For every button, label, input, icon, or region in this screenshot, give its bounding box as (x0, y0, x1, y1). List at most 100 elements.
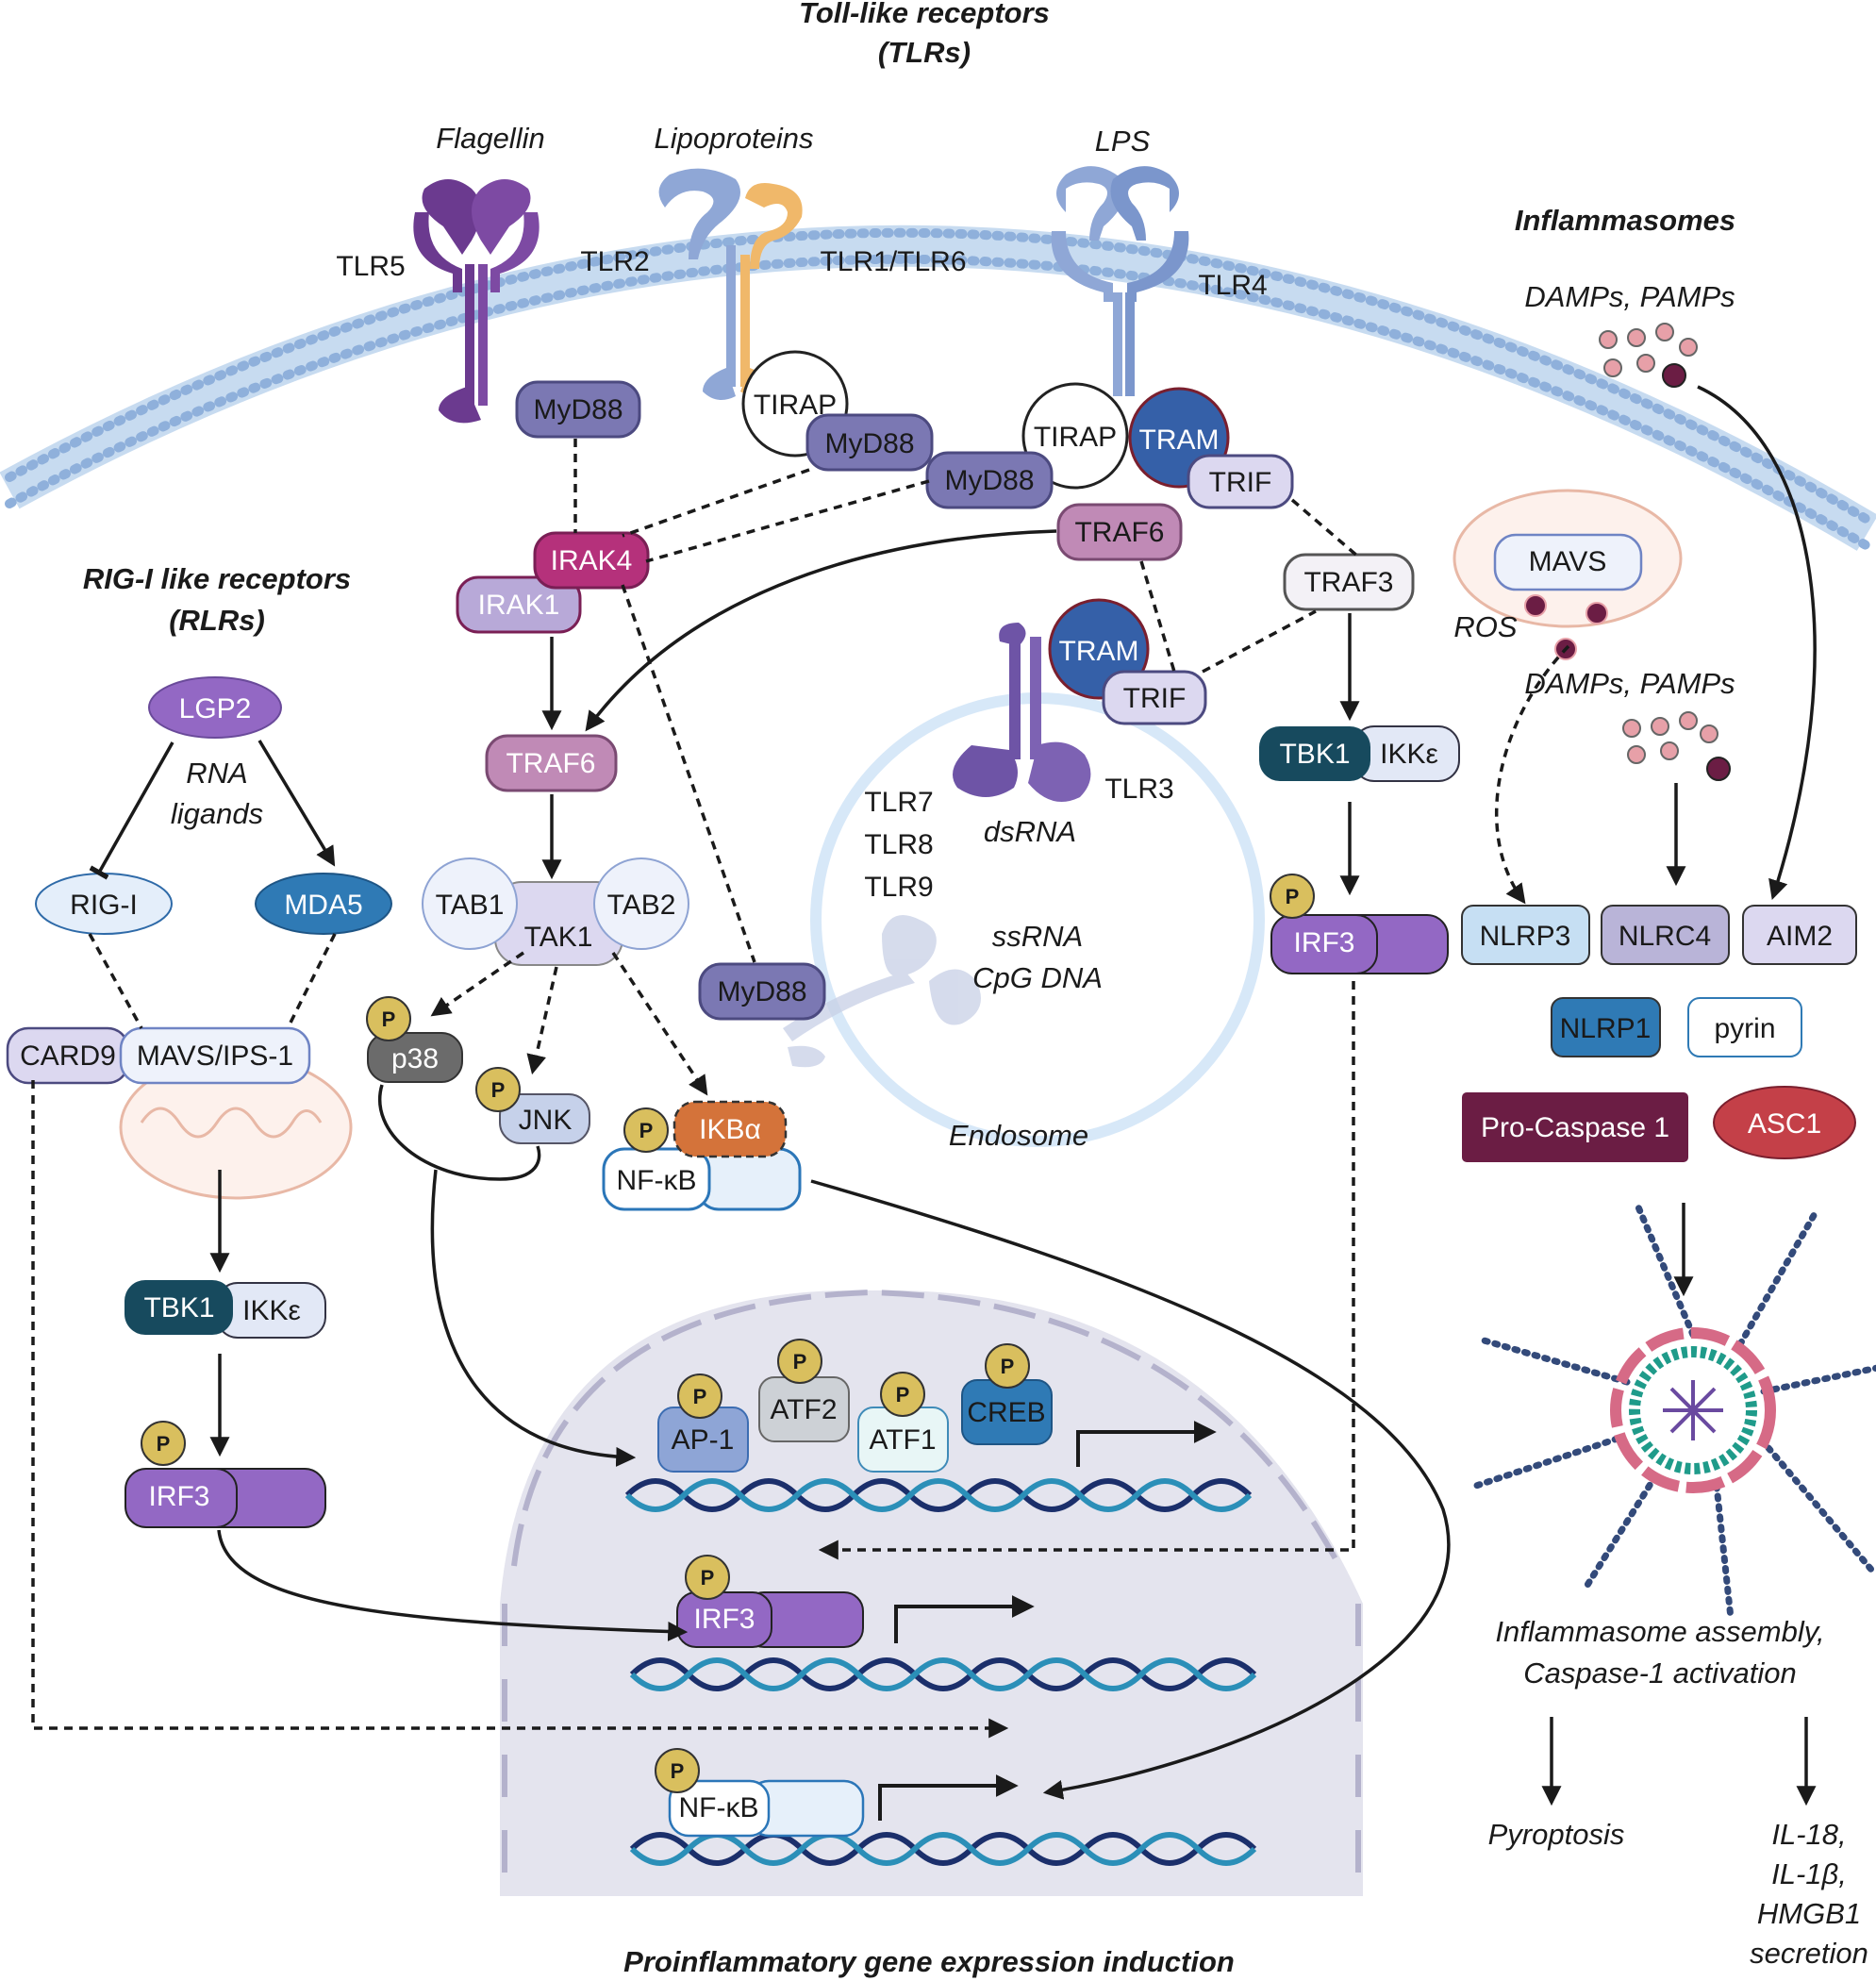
lgp2: LGP2 (148, 676, 282, 739)
inflammasomes-title: Inflammasomes (1515, 204, 1735, 237)
svg-text:P: P (1286, 885, 1300, 908)
svg-text:MyD88: MyD88 (533, 394, 623, 425)
ligand-flagellin: Flagellin (436, 122, 544, 155)
tlr7-8-9-receptor (783, 915, 981, 1068)
pro-caspase-1: Pro-Caspase 1 (1462, 1092, 1688, 1162)
myd88-tlr5: MyD88 (515, 380, 641, 439)
tlr3-label: TLR3 (1104, 774, 1173, 805)
svg-text:NF-κB: NF-κB (679, 1792, 759, 1823)
svg-text:ATF1: ATF1 (869, 1424, 936, 1456)
dna-strand-2 (629, 1657, 1257, 1691)
svg-text:TAK1: TAK1 (524, 922, 593, 953)
transcription-arrow-3 (878, 1774, 1019, 1821)
svg-text:P: P (491, 1078, 506, 1102)
creb: CREB P (961, 1343, 1053, 1445)
myd88-endosome: MyD88 (698, 962, 826, 1021)
cpg-dna-label: CpG DNA (972, 961, 1103, 994)
ap1: AP-1 P (657, 1373, 749, 1473)
traf6-lower: TRAF6 (485, 734, 618, 792)
dsrna-label: dsRNA (984, 815, 1076, 848)
cytokines-line2: IL-1β, (1771, 1857, 1847, 1890)
cytokines-line1: IL-18, (1771, 1818, 1846, 1851)
trif-endosome: TRIF (1102, 670, 1207, 725)
svg-text:IRAK1: IRAK1 (478, 590, 560, 621)
svg-text:Pro-Caspase 1: Pro-Caspase 1 (1481, 1112, 1669, 1143)
tlr5-label: TLR5 (336, 251, 405, 282)
assembly-text-line2: Caspase-1 activation (1523, 1656, 1797, 1690)
svg-text:P: P (793, 1350, 807, 1373)
ssrna-label: ssRNA (992, 920, 1083, 953)
p38: p38 P (366, 996, 463, 1083)
tlr4-receptor (1051, 166, 1189, 396)
svg-text:NF-κB: NF-κB (617, 1165, 697, 1196)
damps-particles-mid (1622, 711, 1731, 781)
svg-text:CARD9: CARD9 (20, 1040, 116, 1072)
tlr-title: Toll-like receptors (799, 0, 1050, 29)
asc1: ASC1 (1713, 1086, 1856, 1159)
ros-particles (1524, 594, 1608, 660)
mavs-inflammasome: MAVS (1493, 533, 1643, 591)
svg-text:NLRC4: NLRC4 (1619, 921, 1711, 952)
ligand-lipoproteins: Lipoproteins (655, 122, 814, 155)
tlr4-label: TLR4 (1198, 270, 1267, 301)
trif-membrane: TRIF (1187, 454, 1294, 509)
svg-text:MAVS/IPS-1: MAVS/IPS-1 (137, 1040, 293, 1072)
svg-text:TRIF: TRIF (1209, 467, 1272, 498)
svg-text:AP-1: AP-1 (672, 1424, 735, 1456)
nlrp3: NLRP3 (1461, 905, 1590, 965)
svg-text:LGP2: LGP2 (179, 693, 252, 724)
svg-text:P: P (157, 1432, 171, 1456)
svg-text:IRF3: IRF3 (693, 1604, 755, 1635)
svg-text:P: P (693, 1385, 707, 1408)
inflammasome-complex (1472, 1199, 1876, 1622)
svg-text:RIG-I: RIG-I (70, 890, 138, 921)
svg-text:P: P (671, 1759, 685, 1783)
svg-text:P: P (382, 1007, 396, 1031)
svg-text:TAB1: TAB1 (436, 890, 505, 921)
mda5: MDA5 (255, 873, 392, 935)
solid-connectors (89, 385, 1817, 1806)
svg-text:P: P (639, 1119, 654, 1142)
tlr8-label: TLR8 (864, 829, 933, 860)
aim2: AIM2 (1742, 905, 1857, 965)
tlr7-label: TLR7 (864, 787, 933, 818)
svg-text:TRAF6: TRAF6 (506, 748, 595, 779)
svg-text:TAB2: TAB2 (607, 890, 676, 921)
svg-text:TRAF3: TRAF3 (1303, 567, 1393, 598)
traf6-upper: TRAF6 (1056, 503, 1183, 561)
transcription-arrow-2 (894, 1595, 1035, 1643)
cell-membrane (0, 225, 1876, 551)
svg-text:MyD88: MyD88 (717, 976, 806, 1007)
tlr1-tlr6-label: TLR1/TLR6 (820, 246, 966, 277)
tlr9-label: TLR9 (864, 872, 933, 903)
svg-text:pyrin: pyrin (1714, 1013, 1775, 1044)
tlr2-label: TLR2 (580, 246, 649, 277)
rna-ligands-line2: ligands (171, 797, 263, 830)
footer-caption: Proinflammatory gene expression inductio… (623, 1945, 1235, 1978)
irf3-nuclear: IRF3 P (676, 1555, 864, 1648)
traf3: TRAF3 (1283, 553, 1415, 611)
nucleus (500, 1289, 1363, 1896)
svg-text:TBK1: TBK1 (1279, 739, 1350, 770)
svg-text:TIRAP: TIRAP (1034, 422, 1117, 453)
irak4: IRAK4 (533, 531, 650, 590)
nlrp1: NLRP1 (1551, 997, 1661, 1057)
svg-text:MyD88: MyD88 (824, 428, 914, 459)
svg-text:IKKε: IKKε (242, 1295, 301, 1326)
pyrin: pyrin (1687, 997, 1802, 1057)
svg-text:AIM2: AIM2 (1767, 921, 1833, 952)
jnk: JNK P (475, 1067, 590, 1144)
endosome-label: Endosome (949, 1119, 1088, 1152)
card9: CARD9 (6, 1026, 130, 1085)
atf2: ATF2 P (758, 1339, 850, 1442)
irf3-tlr: IRF3 P (1270, 874, 1449, 974)
myd88-tlr4: MyD88 (925, 451, 1054, 509)
svg-text:TRAM: TRAM (1139, 424, 1220, 456)
svg-text:MDA5: MDA5 (284, 890, 362, 921)
tlr-title-abbrev: (TLRs) (878, 36, 971, 69)
nfkb-nuclear: NF-κB P (655, 1748, 865, 1838)
rna-ligands-line1: RNA (186, 757, 247, 790)
transcription-arrow-1 (1076, 1421, 1217, 1467)
svg-text:P: P (896, 1383, 910, 1407)
